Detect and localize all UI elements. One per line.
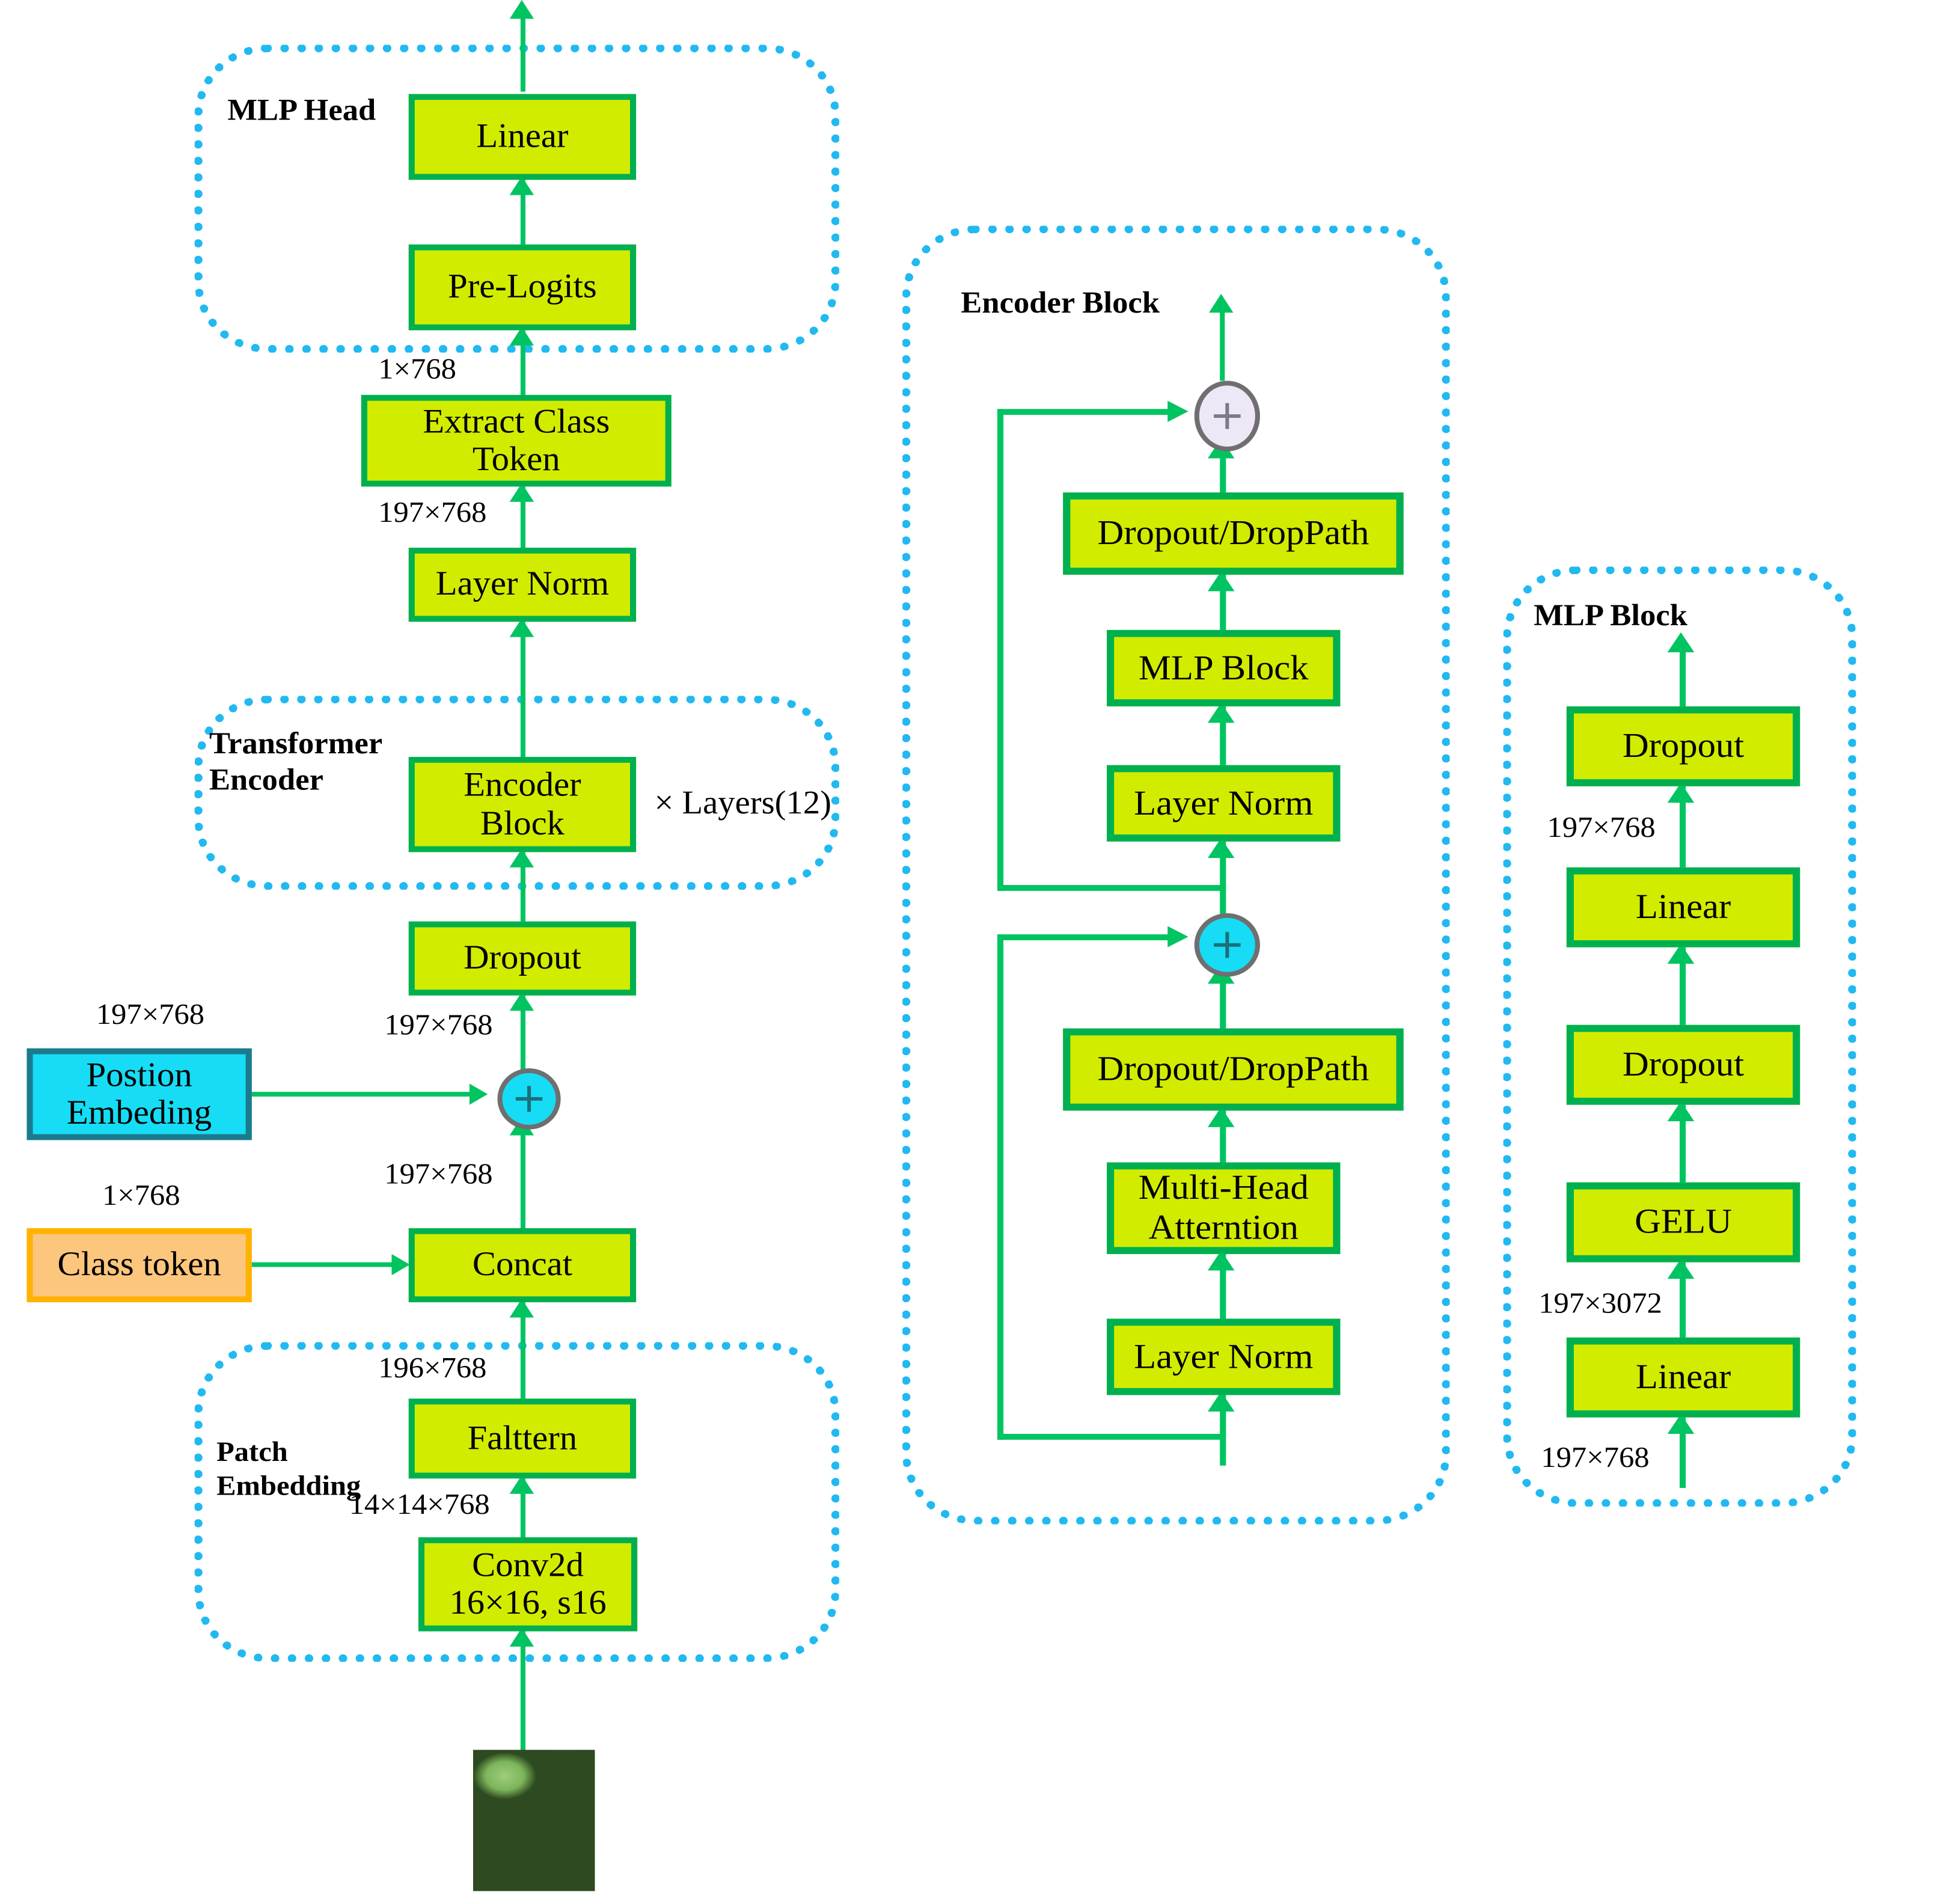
mb-node-linear-1[interactable]: Linear (1566, 1337, 1801, 1418)
connector-dropout-to-encoder (520, 852, 525, 923)
node-concat[interactable]: Concat (408, 1228, 637, 1303)
connector-encoder-to-layernorm (520, 622, 525, 758)
mb-output-arrow (1667, 632, 1695, 652)
eb-connector-mlp-to-droppath (1220, 574, 1226, 631)
dim-class-token-out: 1×768 (378, 354, 456, 386)
eb-skip-bottom-vertical (997, 934, 1004, 1440)
label-patch-embedding: Patch Embedding (216, 1437, 361, 1502)
arrow-posembed-to-add (469, 1083, 488, 1105)
eb-connector-ln-to-mlp (1220, 706, 1226, 765)
eb-node-dropout-droppath-top[interactable]: Dropout/DropPath (1063, 492, 1404, 575)
label-mlp-head: MLP Head (227, 93, 376, 127)
eb-input-line (1220, 1395, 1226, 1466)
label-encoder-block: Encoder Block (961, 286, 1160, 320)
node-layer-norm-head[interactable]: Layer Norm (408, 548, 637, 622)
mb-connector-dropout1-to-linear2 (1679, 947, 1686, 1025)
node-linear-head[interactable]: Linear (408, 94, 637, 180)
node-dropout-main[interactable]: Dropout (408, 921, 637, 996)
eb-connector-mha-to-droppath (1220, 1110, 1226, 1164)
connector-posembed-to-add (251, 1092, 477, 1097)
connector-conv-to-flatten (520, 1478, 525, 1540)
node-flatten[interactable]: Falttern (408, 1398, 637, 1479)
note-layers-count: × Layers(12) (654, 785, 832, 822)
eb-connector-droppath-top-to-add (1220, 442, 1226, 498)
mb-node-dropout-1[interactable]: Dropout (1566, 1024, 1801, 1105)
connector-add-to-dropout (520, 995, 525, 1070)
node-conv2d[interactable]: Conv2d 16×16, s16 (418, 1537, 638, 1632)
connector-prelogits-to-linear (520, 180, 525, 247)
group-patch-embedding (194, 1342, 839, 1662)
mb-connector-linear2-to-dropout2 (1679, 786, 1686, 868)
connector-flatten-to-concat (520, 1302, 525, 1400)
mb-dim-gelu-in: 197×3072 (1538, 1288, 1662, 1320)
connector-layernorm-to-extract (520, 486, 525, 549)
eb-connector-ln-lower-to-mha (1220, 1254, 1226, 1319)
dim-conv-out: 14×14×768 (349, 1489, 490, 1521)
dim-layer-norm-out: 197×768 (378, 497, 487, 529)
connector-extract-to-prelogits (520, 330, 525, 396)
node-extract-class-token[interactable]: Extract Class Token (361, 394, 672, 487)
connector-image-to-conv (520, 1631, 525, 1750)
group-mlp-block (1503, 566, 1856, 1507)
dim-add-out: 197×768 (384, 1009, 493, 1042)
group-encoder-block (902, 225, 1450, 1525)
node-pre-logits[interactable]: Pre-Logits (408, 244, 637, 331)
eb-skip-bottom-bottom-horizontal (997, 1434, 1223, 1440)
mb-node-linear-2[interactable]: Linear (1566, 867, 1801, 947)
label-mlp-block: MLP Block (1534, 598, 1687, 632)
mb-output-line (1679, 641, 1686, 712)
mb-node-gelu[interactable]: GELU (1566, 1182, 1801, 1263)
eb-skip-bottom-top-horizontal (997, 934, 1174, 940)
eb-node-layer-norm-upper[interactable]: Layer Norm (1107, 765, 1341, 842)
dim-concat-out: 197×768 (384, 1159, 493, 1191)
mb-input-line (1679, 1417, 1686, 1488)
mb-dim-linear2-out: 197×768 (1547, 812, 1656, 844)
group-mlp-head (194, 44, 839, 353)
node-position-embedding[interactable]: Postion Embeding (26, 1048, 252, 1140)
eb-add-junction-top (1194, 381, 1260, 452)
add-junction-main (497, 1068, 561, 1130)
input-image-thumbnail (473, 1749, 595, 1891)
mb-connector-gelu-to-dropout1 (1679, 1104, 1686, 1183)
eb-add-junction-bottom (1194, 913, 1260, 977)
dim-flatten-out: 196×768 (378, 1353, 487, 1385)
eb-node-dropout-droppath-bottom[interactable]: Dropout/DropPath (1063, 1028, 1404, 1111)
eb-node-mlp-block[interactable]: MLP Block (1107, 629, 1341, 706)
eb-skip-top-bottom-horizontal (997, 885, 1223, 891)
dim-class-token-in: 1×768 (102, 1180, 180, 1212)
arrow-output-head (509, 0, 534, 19)
label-transformer-encoder: Transformer Encoder (209, 726, 383, 797)
eb-connector-add-to-ln-upper (1220, 841, 1226, 914)
eb-output-line (1220, 305, 1225, 381)
mb-node-dropout-2[interactable]: Dropout (1566, 706, 1801, 786)
connector-concat-to-add (520, 1120, 525, 1233)
node-encoder-block-main[interactable]: Encoder Block (408, 756, 637, 853)
connector-classtoken-to-concat (251, 1262, 398, 1267)
eb-connector-droppath-bottom-to-add (1220, 967, 1226, 1029)
arrow-output-line (520, 16, 525, 92)
eb-skip-top-vertical (997, 409, 1004, 891)
eb-skip-top-top-horizontal (997, 409, 1174, 415)
arrow-classtoken-to-concat (391, 1254, 410, 1276)
node-class-token[interactable]: Class token (26, 1228, 252, 1303)
mb-dim-block-in: 197×768 (1541, 1442, 1650, 1474)
eb-node-layer-norm-lower[interactable]: Layer Norm (1107, 1318, 1341, 1395)
dim-pos-embed-out: 197×768 (96, 999, 205, 1031)
eb-skip-bottom-arrow (1167, 926, 1189, 947)
eb-skip-top-arrow (1167, 400, 1189, 422)
mb-connector-linear1-to-gelu (1679, 1262, 1686, 1338)
eb-node-multi-head-attention[interactable]: Multi-Head Atterntion (1107, 1162, 1341, 1254)
eb-output-arrow (1208, 293, 1234, 313)
